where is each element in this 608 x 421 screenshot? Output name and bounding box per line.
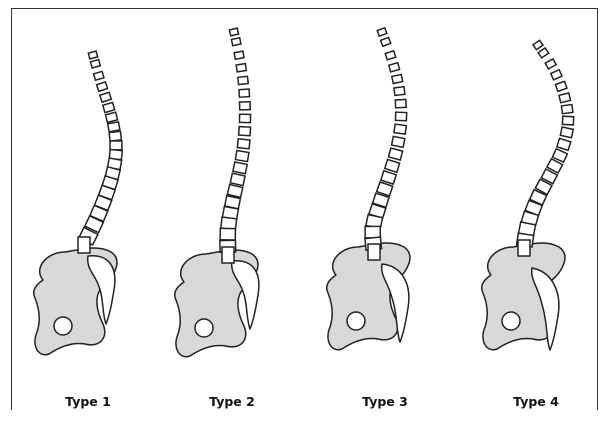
vertebra	[239, 127, 251, 136]
vertebra	[518, 240, 530, 256]
vertebra	[229, 28, 238, 36]
vertebra	[392, 74, 403, 83]
type-2-label: Type 2	[209, 394, 255, 409]
spine-type-1	[34, 51, 123, 355]
vertebra	[377, 28, 387, 36]
vertebra	[238, 76, 248, 84]
vertebra	[381, 37, 391, 46]
vertebra	[394, 87, 405, 96]
vertebra	[538, 48, 549, 58]
vertebra	[94, 71, 104, 80]
vertebra	[561, 105, 572, 114]
vertebra	[533, 40, 543, 49]
vertebra	[394, 124, 406, 134]
vertebra	[233, 162, 247, 174]
vertebra	[235, 151, 249, 162]
vertebra	[109, 131, 121, 141]
vertebra	[239, 89, 250, 97]
vertebra	[385, 159, 400, 172]
vertebra	[88, 51, 97, 59]
vertebra	[389, 63, 400, 72]
type-3-label: Type 3	[362, 394, 408, 409]
vertebra	[560, 127, 573, 138]
type-1-label: Type 1	[65, 394, 111, 409]
spine-type-4	[482, 40, 574, 350]
vertebra	[559, 93, 571, 103]
vertebra	[222, 247, 234, 263]
vertebra	[78, 237, 90, 253]
vertebra	[237, 139, 250, 149]
vertebra	[220, 228, 235, 240]
vertebra	[545, 59, 556, 69]
vertebra	[551, 70, 562, 80]
vertebra	[236, 64, 246, 72]
vertebra	[105, 112, 117, 122]
vertebra	[395, 112, 406, 121]
vertebra	[108, 122, 120, 132]
vertebra	[230, 173, 245, 185]
vertebra	[381, 171, 396, 184]
vertebra	[239, 114, 250, 122]
vertebra	[231, 38, 241, 46]
vertebra	[555, 81, 567, 91]
obturator-foramen	[347, 312, 365, 330]
vertebra	[227, 185, 242, 198]
type-4-label: Type 4	[513, 394, 559, 409]
obturator-foramen	[502, 312, 520, 330]
vertebra	[385, 51, 395, 60]
vertebra	[100, 92, 111, 102]
vertebra	[562, 116, 573, 125]
vertebra	[110, 141, 122, 150]
vertebra	[395, 99, 406, 107]
vertebra	[368, 244, 380, 260]
vertebra	[388, 148, 402, 160]
vertebra	[392, 136, 405, 147]
obturator-foramen	[195, 319, 213, 337]
spine-type-3	[327, 28, 410, 350]
vertebra	[90, 60, 100, 68]
spine-type-2	[175, 28, 259, 357]
vertebra	[103, 102, 115, 112]
vertebra	[365, 226, 380, 238]
obturator-foramen	[54, 317, 72, 335]
vertebra	[240, 102, 251, 110]
vertebra	[557, 138, 571, 150]
vertebra	[97, 82, 108, 91]
vertebra	[234, 51, 244, 59]
